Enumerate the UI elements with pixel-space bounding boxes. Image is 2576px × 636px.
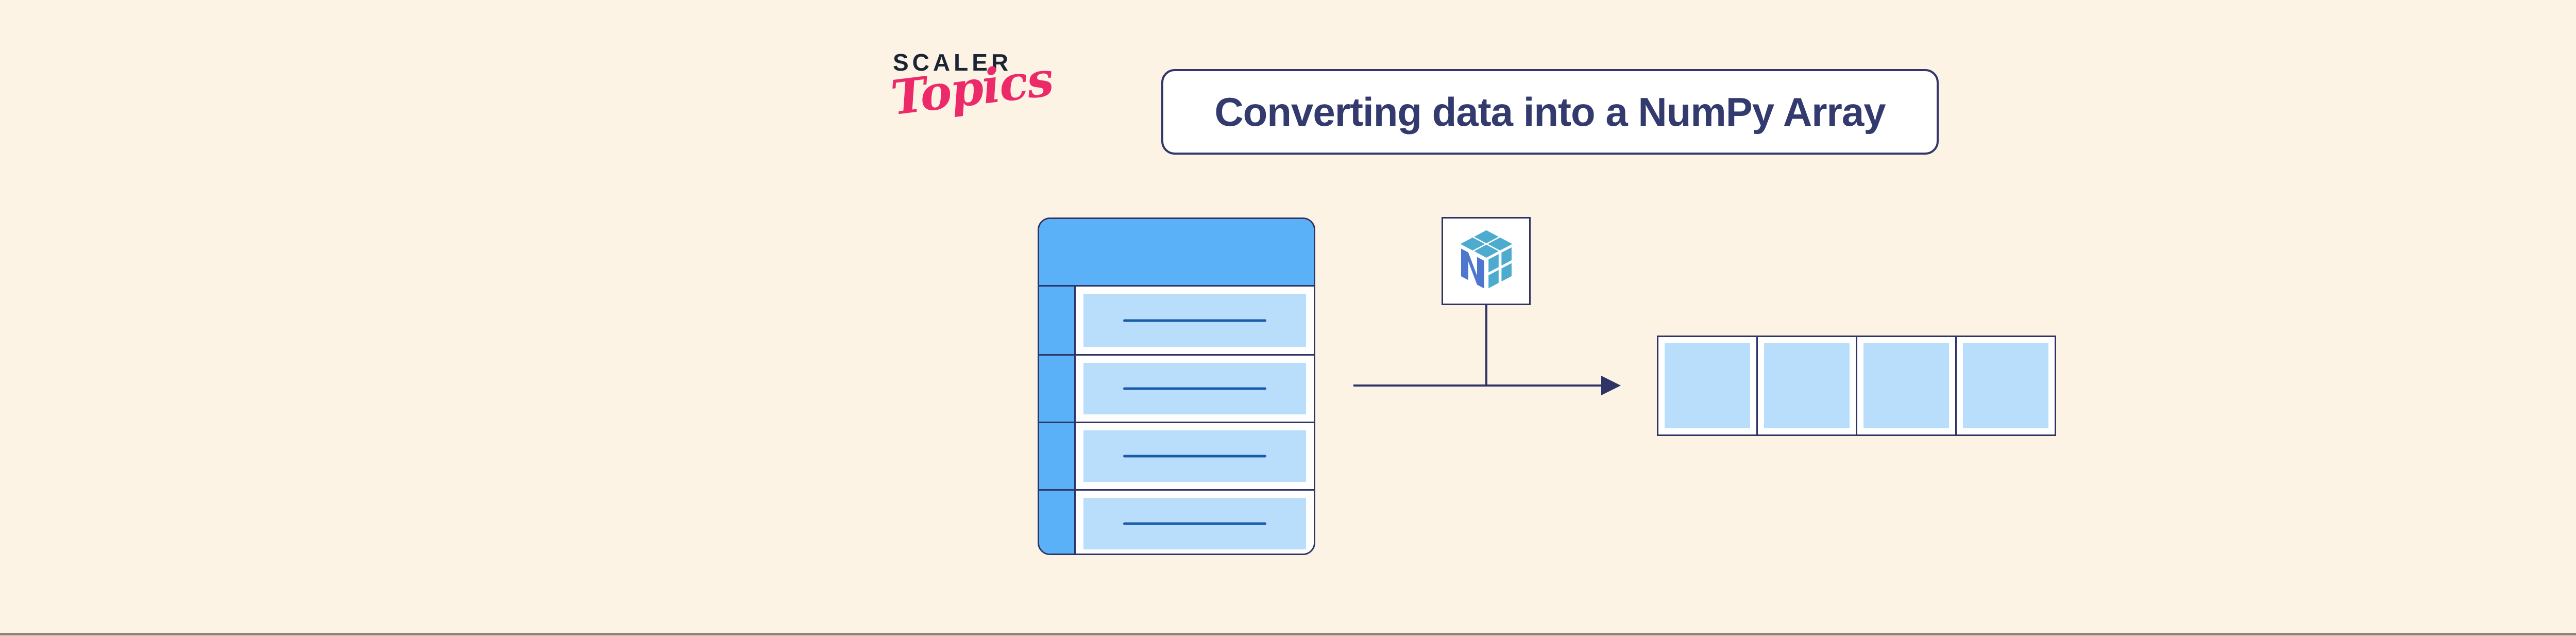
row-index-stub xyxy=(1039,491,1076,554)
numpy-connector-line xyxy=(1485,304,1487,386)
conversion-arrow-head-icon xyxy=(1601,376,1621,395)
numpy-top-diamond-1 xyxy=(1473,230,1499,243)
table-rows xyxy=(1039,287,1314,554)
array-cell xyxy=(1756,336,1857,436)
row-value-placeholder xyxy=(1083,498,1306,549)
row-body xyxy=(1076,356,1314,422)
numpy-right-tile-2 xyxy=(1488,270,1499,288)
numpy-right-tile-4 xyxy=(1501,263,1512,281)
numpy-cube-icon xyxy=(1460,230,1512,289)
row-text-line xyxy=(1123,387,1266,390)
array-cell xyxy=(1856,336,1957,436)
table-row xyxy=(1039,489,1314,554)
conversion-arrow-shaft xyxy=(1353,384,1602,387)
table-header xyxy=(1039,219,1314,287)
row-text-line xyxy=(1123,522,1266,525)
row-text-line xyxy=(1123,455,1266,458)
array-cell xyxy=(1955,336,2056,436)
row-value-placeholder xyxy=(1083,430,1306,482)
table-row xyxy=(1039,422,1314,489)
row-text-line xyxy=(1123,319,1266,322)
table-row xyxy=(1039,354,1314,422)
source-data-table xyxy=(1038,217,1315,555)
logo-brand-text: SCALER xyxy=(893,49,1012,76)
array-cell xyxy=(1657,336,1758,436)
numpy-right-tile-3 xyxy=(1501,247,1512,265)
array-cell-value-placeholder xyxy=(1963,343,2048,428)
row-body xyxy=(1076,287,1314,354)
row-index-stub xyxy=(1039,287,1076,354)
numpy-top-diamond-4 xyxy=(1473,244,1499,258)
row-value-placeholder xyxy=(1083,294,1306,347)
numpy-letter-n xyxy=(1461,248,1484,289)
row-index-stub xyxy=(1039,423,1076,489)
array-cell-value-placeholder xyxy=(1764,343,1850,428)
numpy-array xyxy=(1657,336,2056,436)
row-index-stub xyxy=(1039,356,1076,422)
footer-divider-line xyxy=(0,633,2576,635)
row-value-placeholder xyxy=(1083,363,1306,414)
numpy-right-tile-1 xyxy=(1488,254,1499,273)
row-body xyxy=(1076,491,1314,554)
title-box: Converting data into a NumPy Array xyxy=(1161,69,1939,155)
page-title: Converting data into a NumPy Array xyxy=(1214,89,1886,135)
array-cell-value-placeholder xyxy=(1863,343,1949,428)
table-row xyxy=(1039,287,1314,354)
numpy-node xyxy=(1442,217,1531,305)
row-body xyxy=(1076,423,1314,489)
scaler-topics-logo: SCALER Topics xyxy=(888,49,1056,126)
array-cell-value-placeholder xyxy=(1665,343,1750,428)
